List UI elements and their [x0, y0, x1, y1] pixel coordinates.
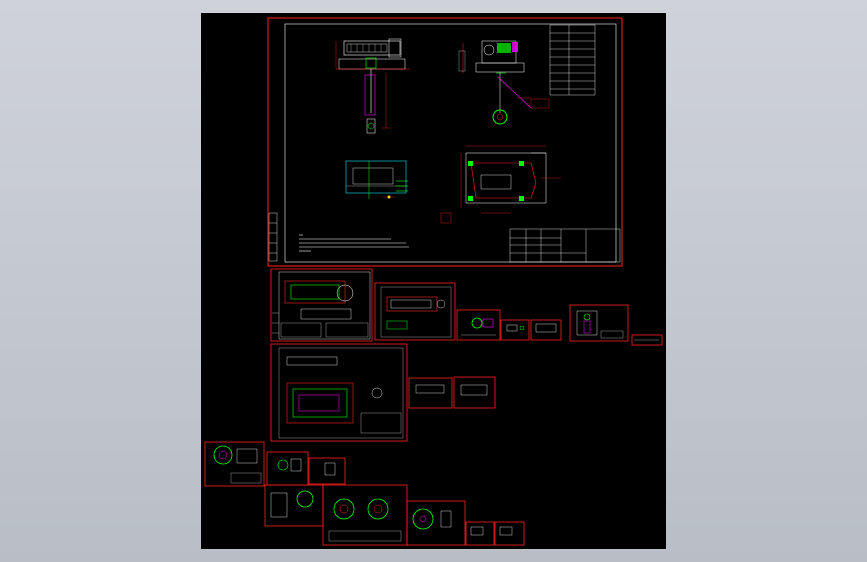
technical-notes: [299, 234, 409, 252]
sheet-10[interactable]: [408, 377, 453, 409]
sheet-8[interactable]: [631, 334, 663, 346]
sheet-14[interactable]: [308, 457, 346, 485]
sheet-4[interactable]: [456, 309, 501, 341]
sheet-18[interactable]: [465, 521, 495, 546]
main-assembly-sheet[interactable]: [267, 17, 623, 267]
cad-drawing-canvas[interactable]: [201, 13, 666, 549]
sheet-7[interactable]: [569, 304, 629, 342]
sheet-9[interactable]: [270, 343, 408, 442]
sheet-12[interactable]: [204, 441, 265, 487]
sheet-11[interactable]: [453, 376, 496, 409]
title-block: [509, 228, 621, 263]
cad-drawing: [204, 17, 663, 546]
hoist-plan-view: [345, 160, 408, 199]
sheet-19[interactable]: [494, 521, 525, 546]
hoist-front-view: [335, 38, 410, 134]
sheet-border: [267, 17, 623, 267]
sheet-3[interactable]: [374, 282, 456, 341]
sheet-13[interactable]: [266, 451, 309, 486]
sheet-6[interactable]: [530, 319, 562, 341]
sheet-16[interactable]: [322, 484, 408, 546]
parameter-table: [549, 24, 596, 96]
sheet-2[interactable]: [270, 268, 373, 342]
sheet-15[interactable]: [264, 484, 324, 527]
sheet-17[interactable]: [406, 500, 466, 546]
left-revision-strip: [268, 212, 278, 262]
hoist-side-view: [458, 40, 550, 125]
inner-frame: [284, 23, 617, 263]
rail-beam-detail: [440, 145, 561, 224]
sheet-5[interactable]: [500, 319, 530, 341]
